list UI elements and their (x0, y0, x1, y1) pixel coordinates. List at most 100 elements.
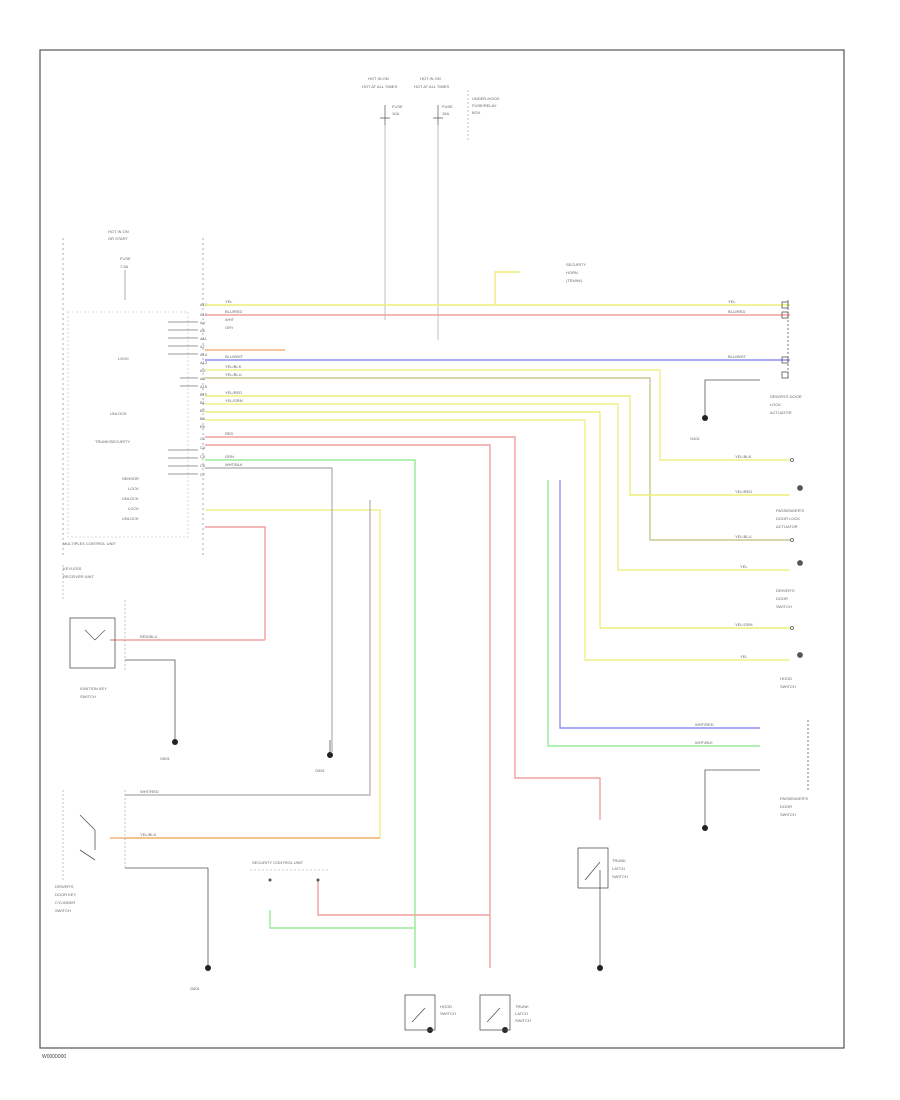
svg-text:KEYLESS: KEYLESS (63, 566, 82, 571)
svg-text:RECEIVER UNIT: RECEIVER UNIT (63, 574, 94, 579)
svg-text:LATCH: LATCH (515, 1011, 528, 1016)
svg-text:A7: A7 (200, 344, 206, 349)
svg-text:BLU/WHT: BLU/WHT (728, 354, 747, 359)
svg-text:7.5A: 7.5A (120, 264, 129, 269)
svg-text:A15: A15 (200, 384, 208, 389)
svg-text:FUSE: FUSE (442, 104, 453, 109)
pin-labels: A10 A12 A4 A5 A11 A7 A14 A13 A3 A8 A15 B… (200, 302, 208, 477)
svg-text:HOOD: HOOD (440, 1004, 452, 1009)
svg-text:B15: B15 (200, 392, 208, 397)
svg-text:HORN: HORN (566, 270, 578, 275)
svg-text:A13: A13 (200, 360, 208, 365)
keyless-receiver: KEYLESS RECEIVER UNIT IGNITION KEY SWITC… (62, 565, 126, 699)
svg-text:B1: B1 (200, 400, 206, 405)
svg-text:TRUNK/SECURITY: TRUNK/SECURITY (95, 439, 130, 444)
svg-text:BLU/WHT: BLU/WHT (225, 354, 244, 359)
svg-text:GRN: GRN (225, 454, 234, 459)
svg-text:YEL: YEL (740, 564, 748, 569)
svg-text:LOCK: LOCK (770, 402, 781, 407)
svg-text:YEL/BLK: YEL/BLK (225, 364, 242, 369)
svg-text:YEL/BLK: YEL/BLK (735, 454, 752, 459)
svg-text:WHT/BLK: WHT/BLK (695, 740, 713, 745)
svg-text:DOOR: DOOR (776, 596, 788, 601)
security-horn-label: SECURITY (566, 262, 587, 267)
wire-color-labels: YEL BLU/RED WHT GRY BLU/WHT YEL/BLK YEL/… (140, 299, 753, 837)
svg-text:SWITCH: SWITCH (80, 694, 96, 699)
svg-text:LOCK: LOCK (128, 506, 139, 511)
right-connectors (781, 300, 809, 790)
control-unit-label: MULTIPLEX CONTROL UNIT (63, 541, 116, 546)
svg-text:SWITCH: SWITCH (780, 684, 796, 689)
bottom-switch-labels: HOOD SWITCH TRUNK LATCH SWITCH TRUNK LAT… (440, 858, 628, 1023)
svg-text:UNLOCK: UNLOCK (122, 496, 139, 501)
svg-text:A10: A10 (200, 302, 208, 307)
svg-text:B2: B2 (200, 408, 206, 413)
svg-text:DRIVER'S: DRIVER'S (55, 884, 74, 889)
svg-text:YEL/GRN: YEL/GRN (225, 398, 243, 403)
svg-text:FUSE: FUSE (392, 104, 403, 109)
under-hood-fuse-box: HOT IN ON HOT AT ALL TIMES HOT IN ON HOT… (362, 76, 500, 340)
harness-wires (110, 271, 790, 968)
svg-text:A11: A11 (200, 336, 208, 341)
svg-text:ACTUATOR: ACTUATOR (770, 410, 792, 415)
svg-text:YEL/GRN: YEL/GRN (735, 622, 753, 627)
svg-text:YEL/BLU: YEL/BLU (225, 372, 242, 377)
svg-text:C6: C6 (200, 463, 206, 468)
svg-text:HOT IN ON: HOT IN ON (108, 229, 129, 234)
svg-text:A14: A14 (200, 352, 208, 357)
svg-text:DOOR KEY: DOOR KEY (55, 892, 76, 897)
svg-text:YEL: YEL (740, 654, 748, 659)
svg-text:WHT: WHT (225, 317, 235, 322)
svg-text:SWITCH: SWITCH (515, 1018, 531, 1023)
svg-text:BLU/RED: BLU/RED (225, 309, 242, 314)
pass-door-lock-label: PASSENGER'S (776, 508, 804, 513)
svg-text:YEL/BLU: YEL/BLU (735, 534, 752, 539)
svg-text:TRUNK: TRUNK (612, 858, 626, 863)
svg-text:BLU/RED: BLU/RED (728, 309, 745, 314)
svg-text:YEL: YEL (728, 299, 736, 304)
svg-text:LOCK: LOCK (128, 486, 139, 491)
svg-text:SWITCH: SWITCH (780, 812, 796, 817)
svg-text:A4: A4 (200, 320, 206, 325)
svg-text:CYLINDER: CYLINDER (55, 900, 75, 905)
svg-text:SWITCH: SWITCH (440, 1011, 456, 1016)
svg-text:G551: G551 (315, 768, 326, 773)
svg-text:YEL/BLK: YEL/BLK (140, 832, 157, 837)
driver-door-lock-label: DRIVER'S DOOR (770, 394, 802, 399)
svg-text:FUSE/RELAY: FUSE/RELAY (472, 103, 497, 108)
svg-text:RED/BLU: RED/BLU (140, 634, 157, 639)
svg-text:WHT/RED: WHT/RED (140, 789, 159, 794)
svg-text:RED: RED (225, 431, 234, 436)
svg-text:HOT IN ON: HOT IN ON (420, 76, 441, 81)
diagram-frame (39, 49, 845, 1049)
svg-text:15A: 15A (442, 111, 449, 116)
svg-text:A3: A3 (200, 368, 206, 373)
svg-text:FUSE: FUSE (120, 256, 131, 261)
svg-text:UNDER-HOOD: UNDER-HOOD (472, 96, 500, 101)
svg-text:LOCK: LOCK (118, 356, 129, 361)
svg-text:HOT IN ON: HOT IN ON (368, 76, 389, 81)
svg-text:OR START: OR START (108, 236, 128, 241)
svg-text:DOOR: DOOR (780, 804, 792, 809)
svg-text:SECURITY CONTROL UNIT: SECURITY CONTROL UNIT (252, 860, 304, 865)
svg-text:B9: B9 (200, 424, 206, 429)
svg-text:A12: A12 (200, 312, 208, 317)
svg-text:C1: C1 (200, 436, 206, 441)
svg-text:A5: A5 (200, 328, 206, 333)
ground-labels: G401 G501 G551 G601 (160, 436, 701, 991)
svg-text:ACTUATOR: ACTUATOR (776, 524, 798, 529)
svg-text:10A: 10A (392, 111, 399, 116)
svg-text:IGNITION KEY: IGNITION KEY (80, 686, 107, 691)
svg-text:UNLOCK: UNLOCK (110, 411, 127, 416)
ground-icon (172, 415, 708, 1033)
svg-text:C4: C4 (200, 445, 206, 450)
svg-text:BOX: BOX (472, 110, 481, 115)
svg-text:WHT/RED: WHT/RED (695, 722, 714, 727)
svg-text:SWITCH: SWITCH (776, 604, 792, 609)
svg-text:YEL/RED: YEL/RED (735, 489, 752, 494)
svg-text:LATCH: LATCH (612, 866, 625, 871)
bottom-switches (404, 847, 609, 1031)
svg-text:DOOR LOCK: DOOR LOCK (776, 516, 800, 521)
svg-text:UNLOCK: UNLOCK (122, 516, 139, 521)
passenger-switch-label: PASSENGER'S (780, 796, 808, 801)
